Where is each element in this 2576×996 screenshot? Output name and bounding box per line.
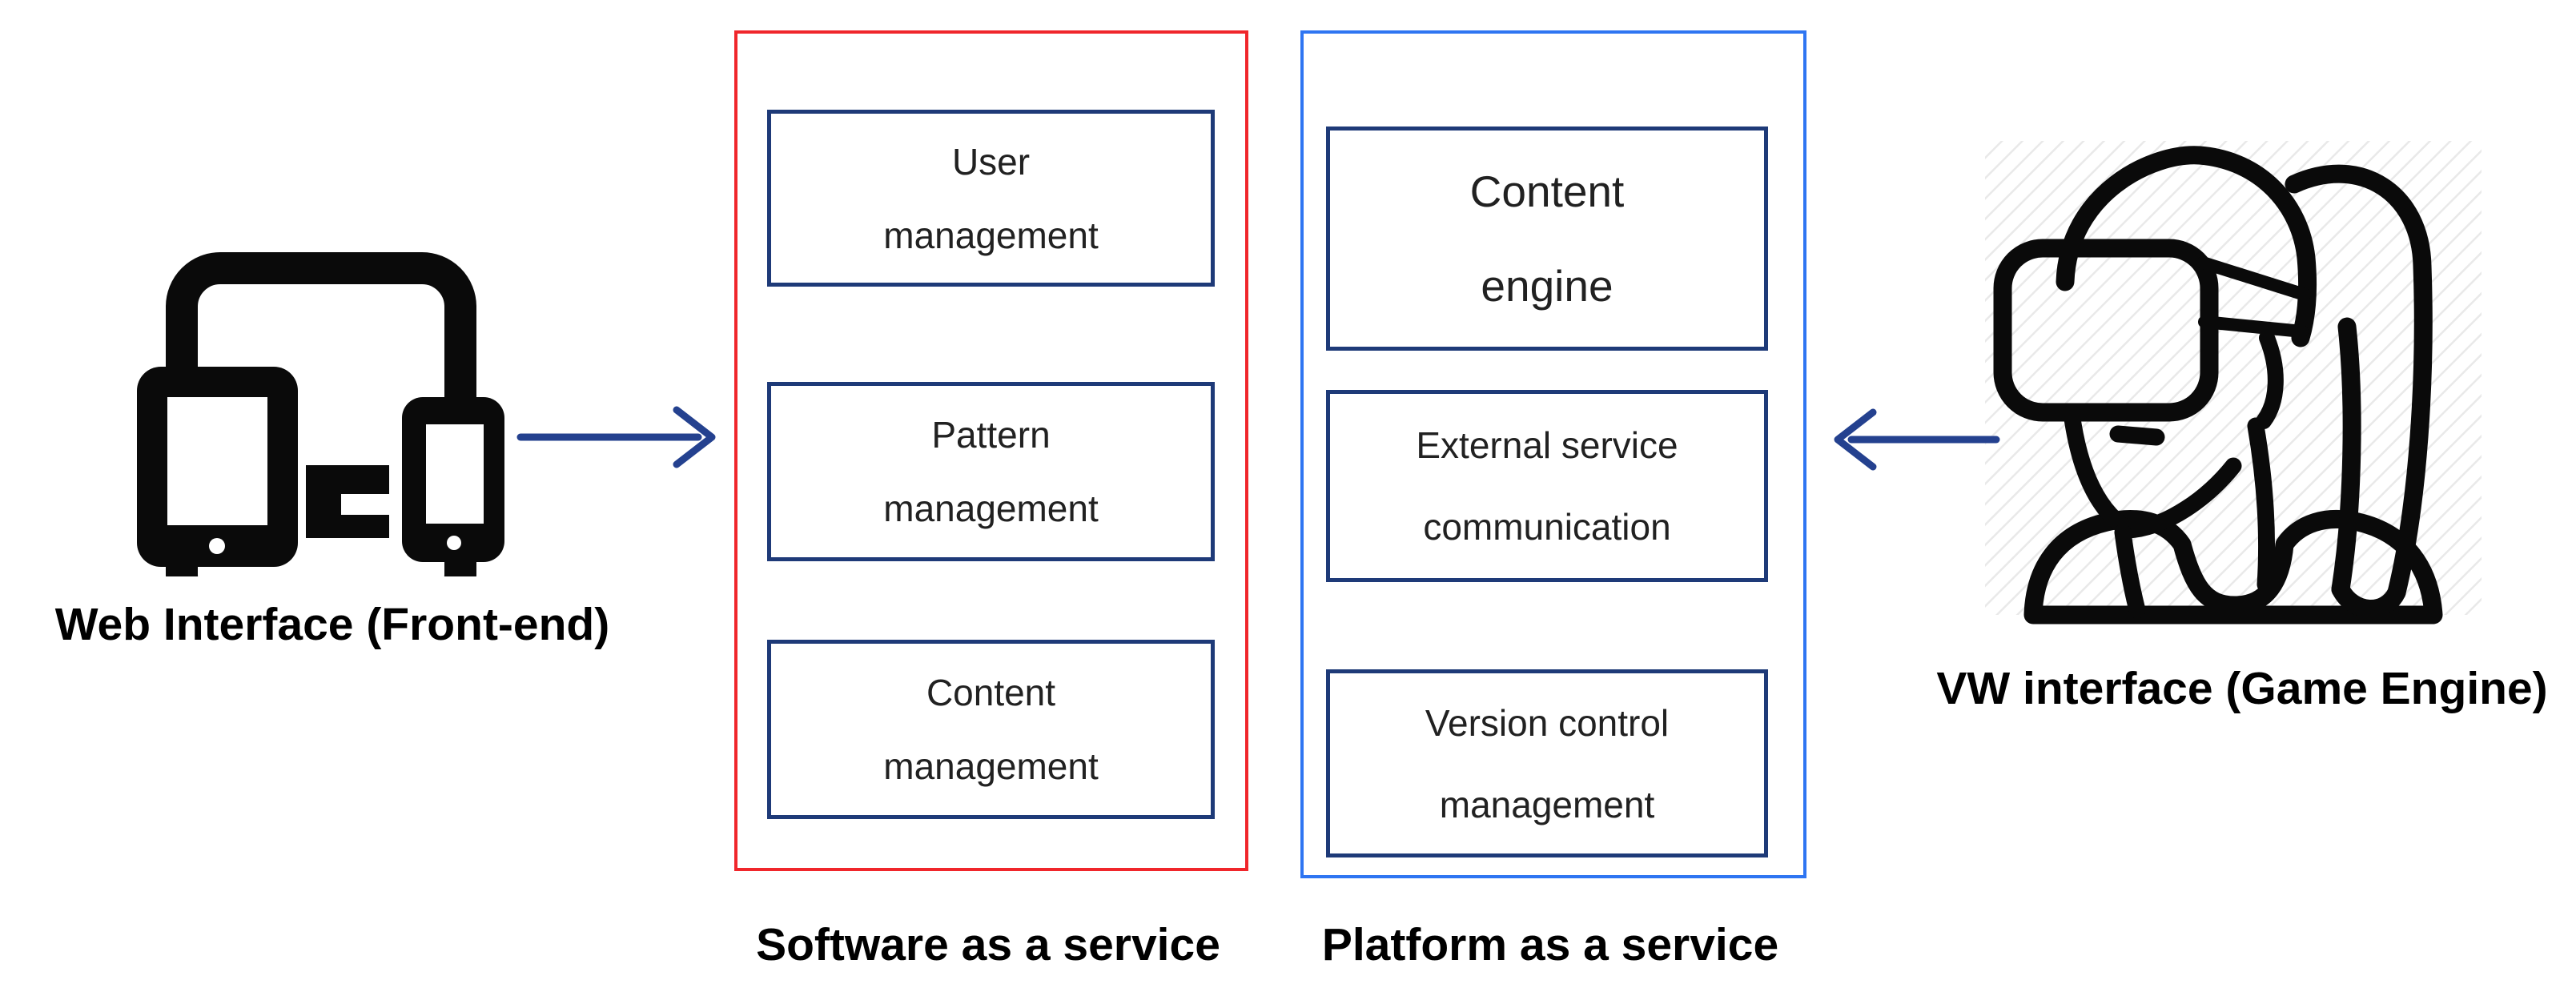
- goggle-strap-bottom: [2198, 315, 2309, 338]
- ponytail-tip: [2331, 580, 2406, 619]
- web-interface-caption: Web Interface (Front-end): [54, 599, 610, 650]
- module-content-management: Content management: [767, 640, 1215, 819]
- module-line: communication: [1423, 506, 1671, 548]
- arrow-vw-to-paas: [1834, 408, 2000, 471]
- phone-shape: [402, 397, 504, 562]
- module-line: management: [1439, 783, 1655, 825]
- vr-goggles: [1993, 239, 2219, 422]
- module-line: Content: [926, 672, 1056, 713]
- monitor-block-shape: [306, 465, 397, 538]
- module-line: engine: [1481, 261, 1614, 311]
- module-pattern-management: Pattern management: [767, 382, 1215, 561]
- vw-interface-caption: VW interface (Game Engine): [1936, 663, 2548, 714]
- module-line: Pattern: [931, 414, 1051, 456]
- paas-label: Platform as a service: [1321, 919, 1779, 970]
- ponytail-outer: [2285, 164, 2433, 602]
- mouth-dash: [2109, 425, 2165, 446]
- ear-line: [2256, 330, 2284, 429]
- front-tablet-shape: [137, 367, 298, 567]
- chin-to-ear-line: [2120, 457, 2242, 539]
- jaw-line: [2063, 404, 2138, 539]
- vr-headset-person-icon: [1985, 141, 2482, 625]
- shoulders-shape: [2023, 510, 2443, 625]
- module-version-control-management: Version control management: [1326, 669, 1768, 857]
- module-line: management: [883, 745, 1099, 787]
- vr-person-lineart: [1993, 146, 2443, 625]
- saas-label: Software as a service: [756, 919, 1220, 970]
- neck-right-line: [2247, 417, 2275, 593]
- module-line: User: [951, 140, 1031, 183]
- module-user-management: User management: [767, 110, 1215, 287]
- module-external-service-communication: External service communication: [1326, 390, 1768, 582]
- ponytail-inner: [2331, 317, 2361, 599]
- module-line: management: [883, 488, 1099, 529]
- neck-left-line: [2114, 524, 2146, 619]
- goggle-strap-top: [2196, 256, 2311, 301]
- module-line: Content: [1469, 167, 1625, 216]
- module-line: External service: [1416, 424, 1678, 466]
- paas-container-box: [1300, 30, 1806, 878]
- module-line: management: [883, 214, 1099, 256]
- responsive-devices-icon: [137, 252, 504, 576]
- saas-container-box: [734, 30, 1248, 871]
- module-content-engine: Content engine: [1326, 127, 1768, 351]
- module-line: Version control: [1425, 701, 1670, 744]
